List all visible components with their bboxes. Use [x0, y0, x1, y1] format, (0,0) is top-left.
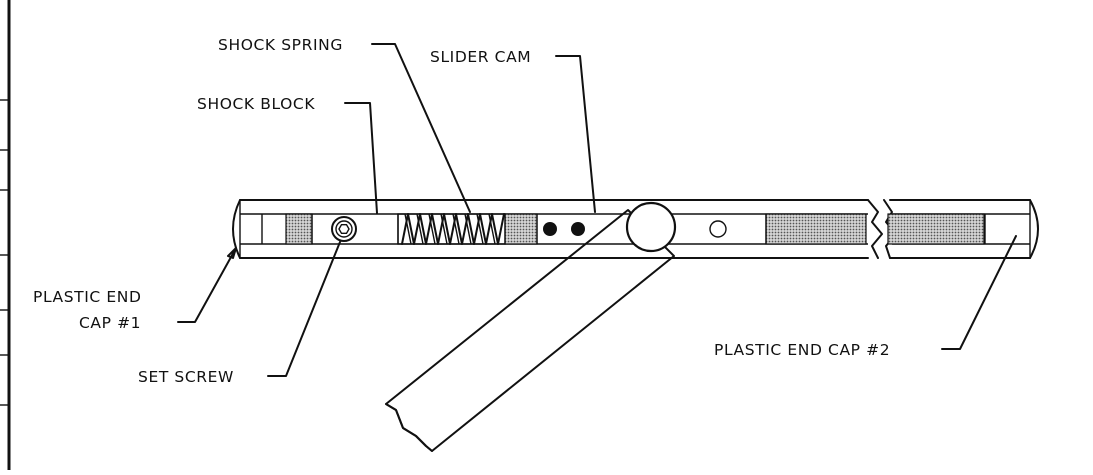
label-plastic-end-cap-2: PLASTIC END CAP #2 — [714, 341, 890, 359]
shaded-block-3 — [765, 213, 867, 245]
set-screw-head — [331, 216, 357, 242]
shock-block — [311, 214, 399, 244]
label-set-screw: SET SCREW — [138, 368, 234, 386]
hex-socket-icon — [338, 224, 350, 234]
break-symbol — [867, 199, 883, 259]
label-shock-block: SHOCK BLOCK — [197, 95, 315, 113]
page-border-strip — [0, 0, 11, 470]
plastic-end-cap-1 — [232, 199, 263, 259]
lever-pivot — [625, 201, 677, 253]
cam-hole — [709, 220, 727, 238]
lever-arm — [385, 201, 677, 452]
leader-lines — [177, 43, 1017, 377]
label-shock-spring: SHOCK SPRING — [218, 36, 343, 54]
shaded-block-4 — [887, 213, 985, 245]
shaded-block-2 — [504, 213, 538, 245]
slider-cam — [536, 214, 767, 244]
label-plastic-end-cap-1-line2: CAP #1 — [79, 314, 141, 332]
cam-pin-2 — [571, 222, 585, 236]
shock-spring — [397, 213, 506, 245]
shaded-block-1 — [285, 213, 313, 245]
label-plastic-end-cap-1-line1: PLASTIC END — [33, 288, 142, 306]
plastic-end-cap-2 — [984, 199, 1039, 259]
cam-pin-1 — [543, 222, 557, 236]
label-slider-cam: SLIDER CAM — [430, 48, 531, 66]
